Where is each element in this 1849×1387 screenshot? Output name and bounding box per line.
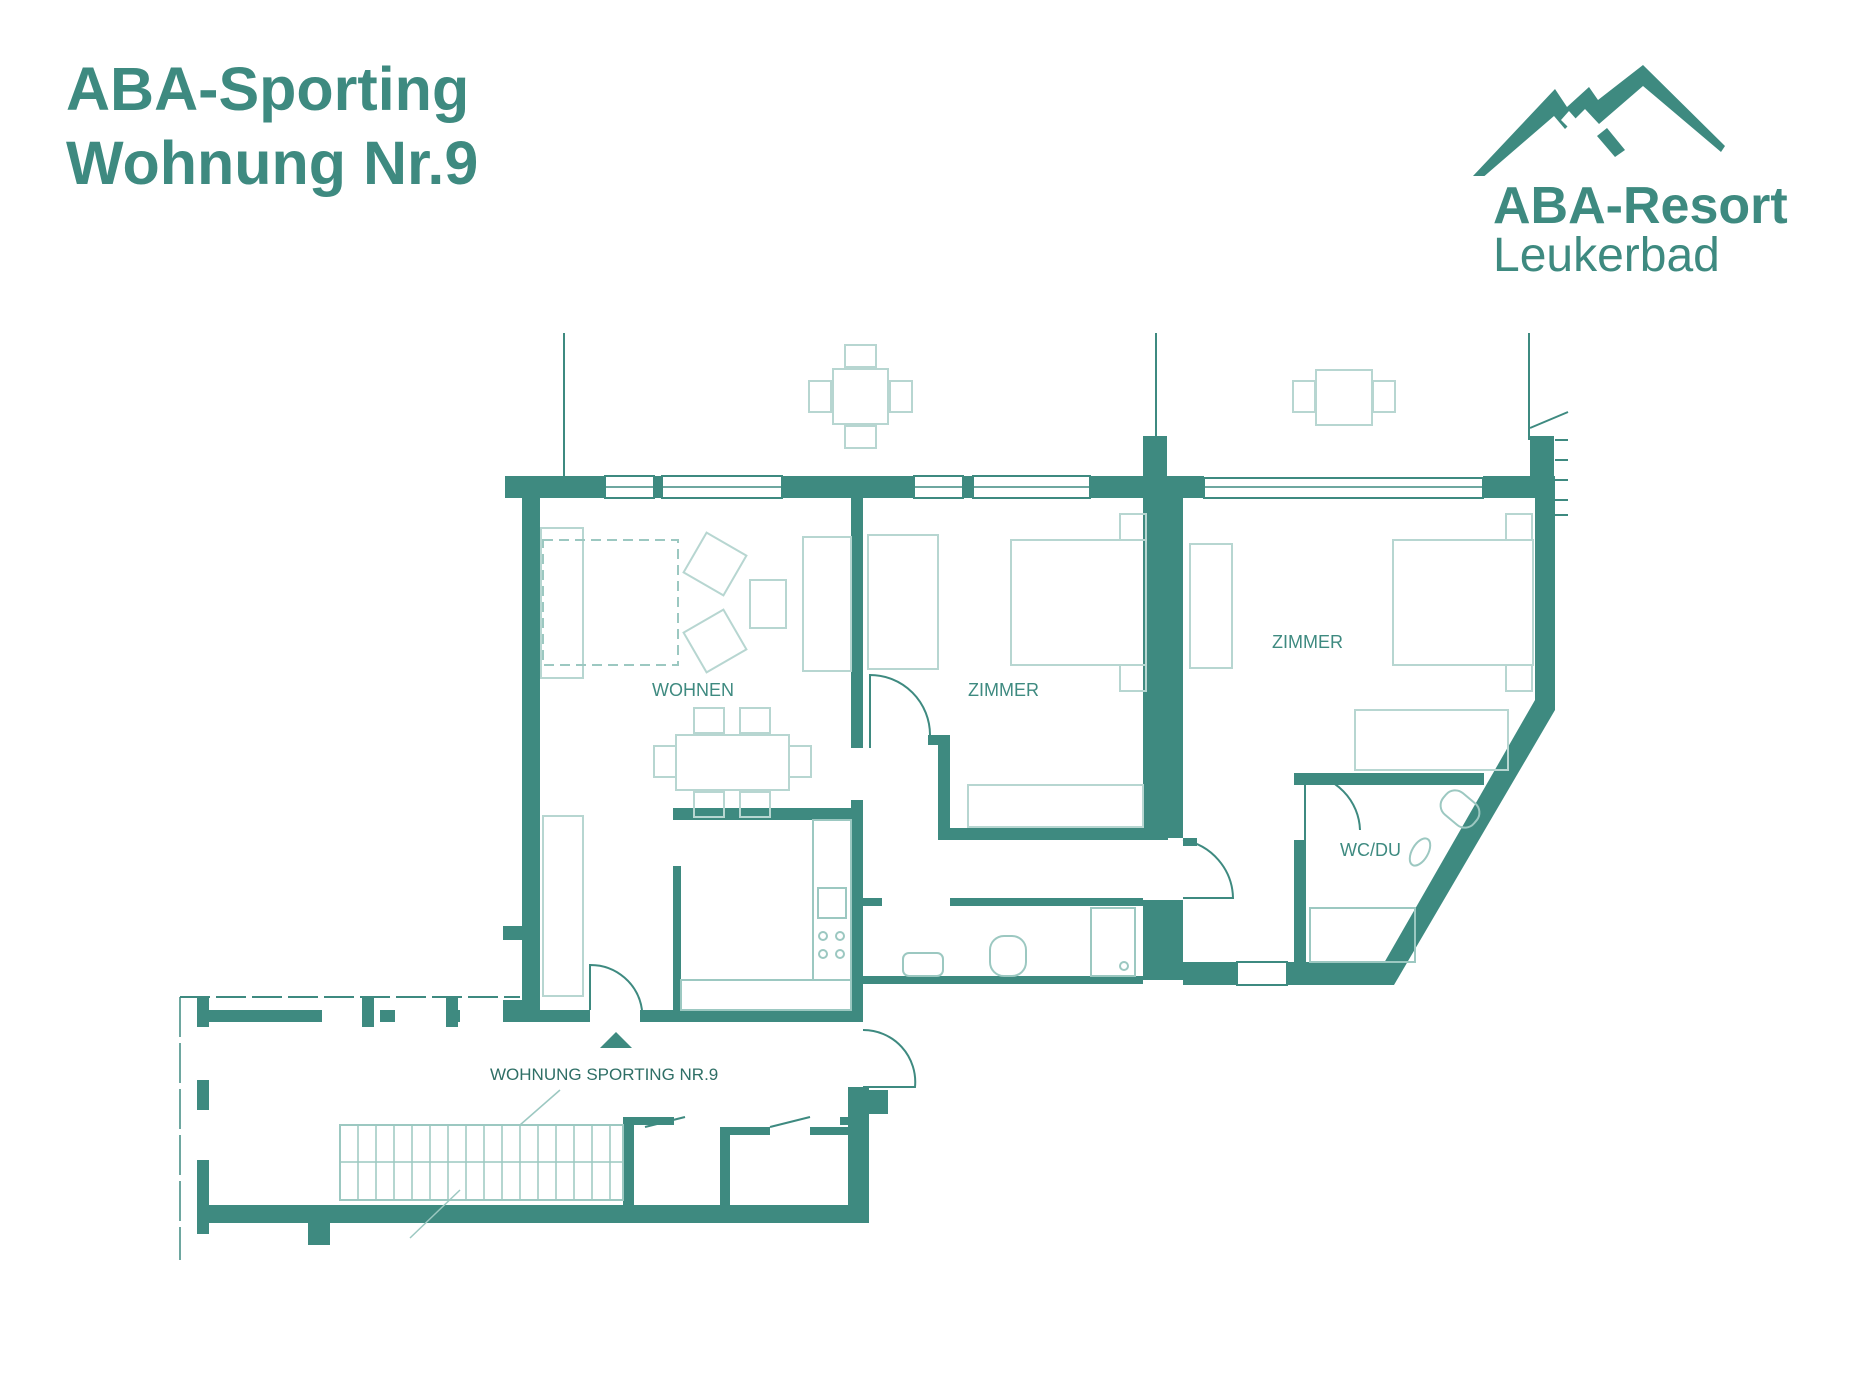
railing-hatch	[1529, 411, 1569, 516]
logo-location: Leukerbad	[1493, 229, 1720, 282]
bedroom2-furniture	[1189, 513, 1534, 771]
title-line-1: ABA-Sporting	[66, 55, 470, 123]
staircase	[339, 1089, 624, 1239]
balcony-table-right	[1292, 369, 1396, 426]
entry-label: WOHNUNG SPORTING NR.9	[490, 1065, 718, 1084]
walls	[179, 436, 1555, 1260]
room-label-wcdu: WC/DU	[1340, 840, 1401, 860]
balcony-table-left	[808, 344, 913, 449]
room-label-zimmer-1: ZIMMER	[968, 680, 1039, 700]
bath-fixtures	[902, 789, 1481, 977]
bedroom1-furniture	[867, 513, 1147, 828]
title-line-2: Wohnung Nr.9	[66, 129, 479, 197]
balcony-lines	[563, 333, 1569, 516]
doors	[589, 673, 1361, 1128]
room-label-wohnen: WOHNEN	[652, 680, 734, 700]
room-label-zimmer-2: ZIMMER	[1272, 632, 1343, 652]
mountains-icon	[1473, 65, 1725, 176]
living-furniture	[540, 527, 852, 997]
entry-arrow-icon	[600, 1032, 632, 1048]
resort-logo: ABA-Resort Leukerbad	[1465, 56, 1795, 286]
kitchen	[680, 819, 852, 1011]
page-title: ABA-Sporting Wohnung Nr.9	[66, 52, 478, 200]
logo-name: ABA-Resort	[1493, 177, 1788, 235]
